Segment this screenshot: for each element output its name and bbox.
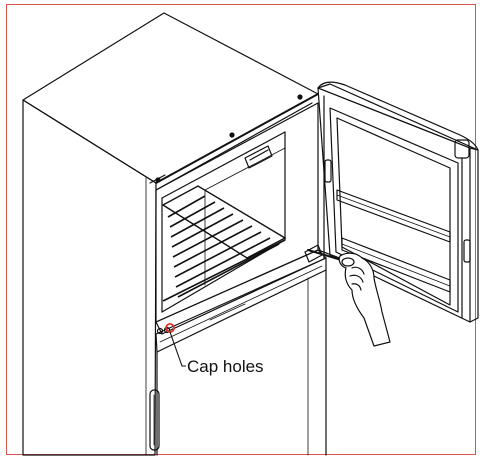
hand-with-screwdriver (307, 249, 391, 347)
callout-leader (169, 331, 186, 367)
cabinet-side (22, 99, 157, 456)
frame-border (6, 4, 476, 455)
freezer-compartment (155, 102, 319, 323)
door-shelf-upper (336, 189, 451, 243)
wire-shelf (161, 185, 287, 302)
cap-holes-label: Cap holes (187, 357, 264, 376)
cabinet-top (22, 12, 319, 184)
door-shelf-lower (341, 237, 451, 293)
